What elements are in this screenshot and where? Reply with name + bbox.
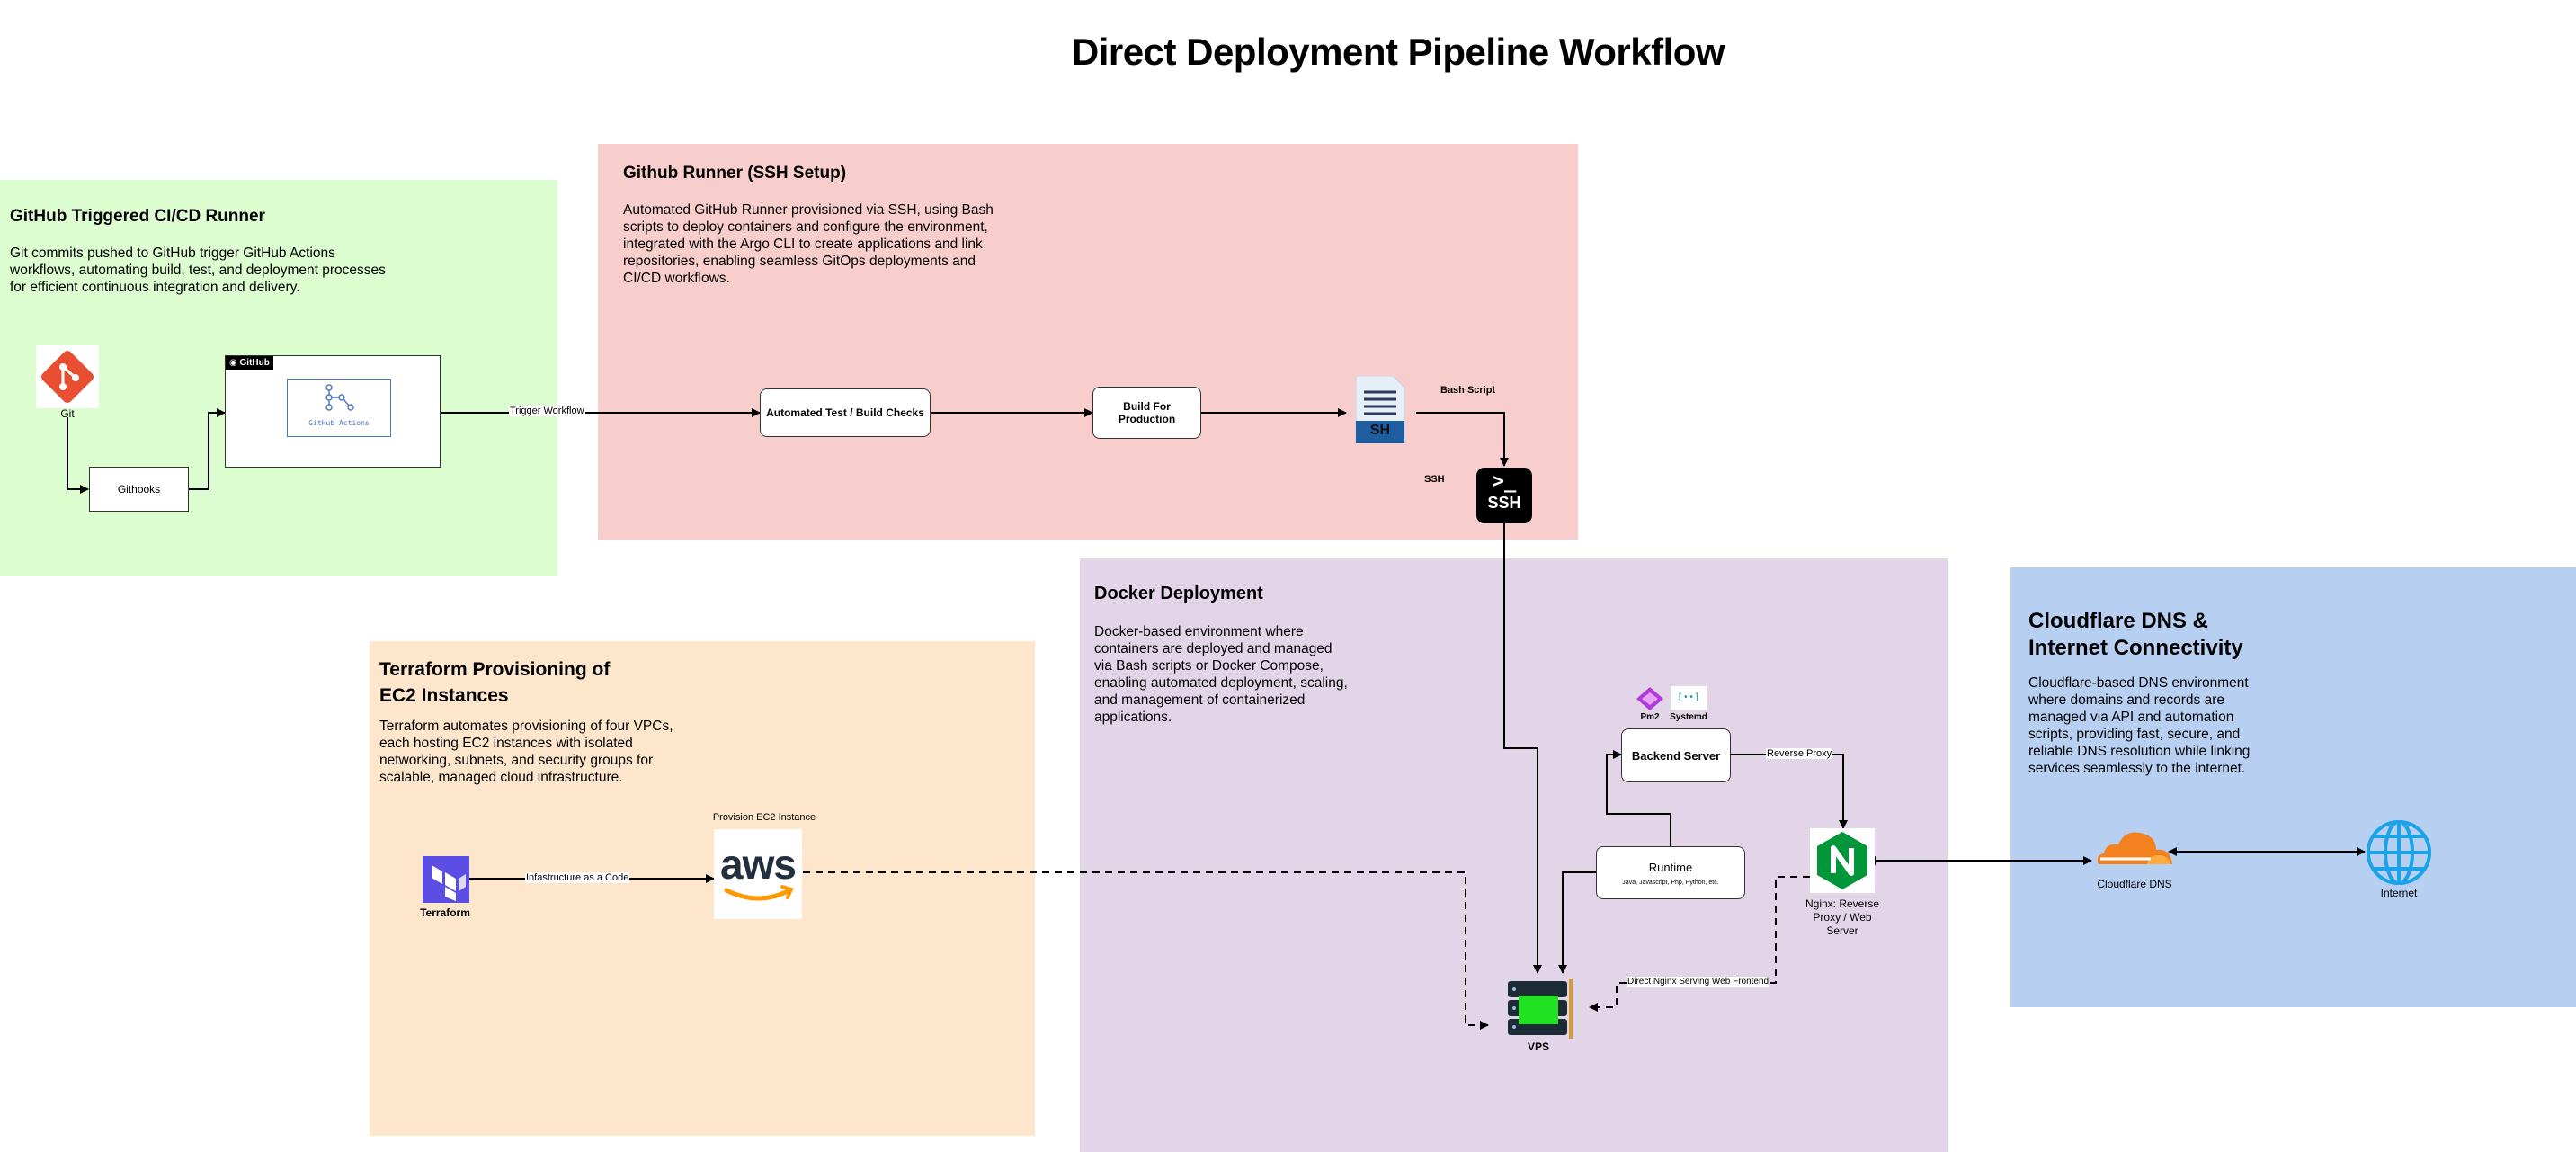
- ssh-terminal-icon: >_ SSH: [1476, 468, 1532, 523]
- region-terraform-title: Terraform Provisioning of EC2 Instances: [379, 659, 611, 706]
- test-build-node: Automated Test / Build Checks: [760, 388, 931, 437]
- region-docker-title: Docker Deployment: [1094, 584, 1263, 603]
- region-runner-title: Github Runner (SSH Setup): [623, 164, 847, 183]
- git-icon: [36, 345, 99, 408]
- systemd-glyph: [ • • ]: [1679, 692, 1698, 702]
- github-actions-container: ◉ GitHub GitHub Actions: [225, 355, 441, 468]
- runtime-node: Runtime Java, Javascript, Php, Python, e…: [1596, 846, 1745, 899]
- test-build-label: Automated Test / Build Checks: [766, 406, 924, 419]
- server-rack-icon: [1506, 979, 1576, 1039]
- cloudflare-icon: [2091, 825, 2178, 870]
- runtime-label: Runtime: [1648, 860, 1693, 874]
- nginx-label: Nginx: Reverse Proxy / Web Server: [1805, 897, 1880, 937]
- edge-runtime-vps: [1558, 871, 1596, 974]
- region-cloudflare-title: Cloudflare DNS & Internet Connectivity: [2028, 609, 2243, 660]
- vps-label: VPS: [1527, 1040, 1549, 1053]
- nginx-icon: [1810, 828, 1875, 893]
- build-production-label: Build For Production: [1118, 400, 1176, 425]
- edge-ssh-vps: [1503, 523, 1542, 974]
- region-cicd-title: GitHub Triggered CI/CD Runner: [10, 207, 265, 226]
- edge-label-reverse-proxy: Reverse Proxy: [1766, 748, 1833, 759]
- systemd-icon: [ • • ]: [1670, 685, 1707, 710]
- cloudflare-dns-label: Cloudflare DNS: [2097, 878, 2172, 890]
- region-cicd-description: Git commits pushed to GitHub trigger Git…: [10, 246, 386, 295]
- edge-git-githooks: [67, 417, 89, 494]
- region-docker: Docker Deployment Docker-based environme…: [1080, 558, 1948, 1152]
- provision-ec2-label: Provision EC2 Instance: [712, 812, 816, 823]
- ssh-terminal-label: SSH: [1487, 494, 1521, 512]
- region-docker-description: Docker-based environment where container…: [1094, 624, 1348, 725]
- edge-label-bash-script: Bash Script: [1440, 385, 1496, 396]
- pm2-icon: [1635, 685, 1665, 712]
- ssh-terminal-prompt: >_: [1492, 470, 1517, 493]
- shell-script-badge: SH: [1369, 423, 1391, 438]
- aws-icon: aws: [714, 829, 802, 919]
- github-badge: ◉ GitHub: [226, 356, 273, 370]
- githooks-label: Githooks: [117, 483, 161, 496]
- edge-githooks-github: [189, 408, 226, 490]
- region-cloudflare-description: Cloudflare-based DNS environment where d…: [2028, 675, 2251, 776]
- region-terraform-description: Terraform automates provisioning of four…: [379, 719, 673, 785]
- page-title: Direct Deployment Pipeline Workflow: [1071, 31, 1725, 73]
- edge-label-iac: Infastructure as a Code: [525, 872, 630, 883]
- edge-label-direct-nginx: Direct Nginx Serving Web Frontend: [1627, 977, 1770, 987]
- backend-server-label: Backend Server: [1631, 748, 1721, 763]
- edge-aws-vps: [803, 871, 1489, 1030]
- edge-backend-nginx: [1731, 754, 1848, 829]
- terraform-icon: [423, 856, 469, 903]
- edge-label-trigger-workflow: Trigger Workflow: [509, 406, 585, 416]
- github-actions-icon: [325, 384, 354, 411]
- github-icon: ◉: [229, 358, 240, 368]
- edge-runtime-backend: [1606, 750, 1671, 846]
- region-cloudflare: Cloudflare DNS & Internet Connectivity C…: [2010, 567, 2576, 1007]
- edge-label-ssh: SSH: [1424, 474, 1445, 485]
- edge-sh-ssh: [1416, 412, 1509, 467]
- backend-server-node: Backend Server: [1621, 728, 1731, 782]
- globe-icon: [2365, 818, 2433, 887]
- git-label: Git: [60, 407, 75, 420]
- region-runner: Github Runner (SSH Setup) Automated GitH…: [598, 144, 1578, 540]
- runtime-sublabel: Java, Javascript, Php, Python, etc.: [1622, 879, 1719, 886]
- terraform-label: Terraform: [420, 906, 470, 919]
- github-actions-node: GitHub Actions: [287, 379, 391, 437]
- shell-script-icon: SH: [1353, 375, 1407, 444]
- aws-wordmark: aws: [720, 841, 797, 888]
- internet-label: Internet: [2380, 887, 2418, 899]
- region-terraform: Terraform Provisioning of EC2 Instances …: [370, 641, 1035, 1136]
- github-actions-label: GitHub Actions: [308, 419, 370, 427]
- systemd-label: Systemd: [1670, 712, 1707, 722]
- pm2-label: Pm2: [1640, 712, 1660, 722]
- build-production-node: Build For Production: [1092, 387, 1201, 439]
- githooks-node: Githooks: [89, 467, 189, 512]
- region-runner-description: Automated GitHub Runner provisioned via …: [623, 202, 994, 286]
